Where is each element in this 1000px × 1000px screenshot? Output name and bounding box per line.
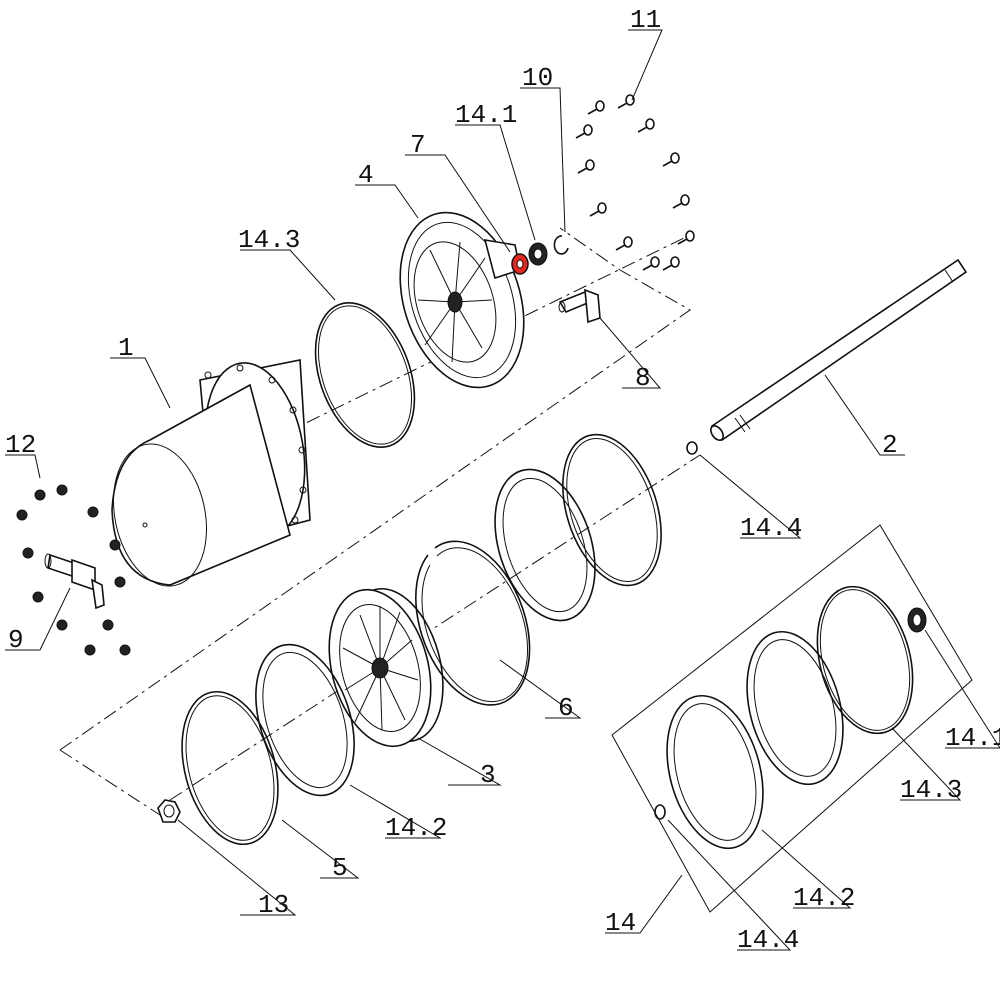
piston-disc-ribs — [342, 606, 419, 731]
label-14-2-kit: 14.2 — [793, 883, 855, 913]
bolt — [677, 230, 695, 245]
label-10: 10 — [522, 63, 553, 93]
nut — [109, 539, 121, 551]
label-2: 2 — [882, 430, 898, 460]
drain-valve — [44, 553, 105, 610]
label-14-4-mid: 14.4 — [740, 513, 802, 543]
label-5: 5 — [332, 853, 348, 883]
nut — [16, 509, 28, 521]
bolt — [662, 256, 680, 271]
end-cover-ribs — [417, 241, 493, 363]
bolt — [587, 100, 605, 115]
label-13: 13 — [258, 890, 289, 920]
small-seal-top — [528, 242, 548, 266]
label-8: 8 — [635, 363, 651, 393]
nut — [119, 644, 131, 656]
nut — [56, 484, 68, 496]
label-4: 4 — [358, 160, 374, 190]
piston-seal-mid — [494, 468, 596, 622]
label-14-1-top: 14.1 — [455, 100, 517, 130]
label-14-1-kit: 14.1 — [945, 723, 1000, 753]
nut — [114, 576, 126, 588]
bolt — [672, 194, 690, 209]
o-ring-mid — [562, 433, 662, 587]
kit-o-ring-large — [816, 585, 914, 735]
bolt — [615, 236, 633, 251]
shaft-nut — [157, 799, 181, 823]
split-piston-ring-inner — [421, 547, 529, 703]
label-14-3-top: 14.3 — [238, 225, 300, 255]
label-14: 14 — [605, 908, 636, 938]
split-piston-ring — [415, 540, 531, 706]
circlip — [553, 235, 569, 255]
label-11: 11 — [630, 5, 661, 35]
label-12: 12 — [5, 430, 36, 460]
nut — [56, 619, 68, 631]
drive-shaft — [710, 258, 968, 442]
piston-seal-lower — [255, 643, 355, 797]
kit-piston-seal-a — [746, 630, 844, 786]
housing-cylinder — [111, 359, 311, 587]
label-7: 7 — [410, 130, 426, 160]
cover-bolts — [575, 94, 695, 271]
nut — [84, 644, 96, 656]
part-labels: 1 2 3 4 5 6 7 8 9 10 11 12 13 14 14.1 14… — [5, 5, 1000, 955]
kit-small-seal — [907, 607, 927, 633]
housing-flange-bolt-holes — [142, 364, 307, 528]
bolt — [575, 124, 593, 139]
bolt — [617, 94, 635, 109]
nut — [22, 547, 34, 559]
label-14-4-kit: 14.4 — [737, 925, 799, 955]
housing-nuts — [16, 484, 131, 656]
label-14-3-kit: 14.3 — [900, 775, 962, 805]
nut — [102, 619, 114, 631]
bolt — [642, 256, 660, 271]
bolt — [637, 118, 655, 133]
kit-small-o-ring — [654, 804, 666, 820]
nut — [87, 506, 99, 518]
end-cover — [399, 211, 525, 389]
shaft-seal-highlighted — [511, 253, 529, 275]
leader-lines — [5, 29, 1000, 951]
kit-piston-seal-b — [666, 694, 764, 850]
nut — [32, 591, 44, 603]
elbow-fitting — [558, 288, 601, 324]
o-ring-lower — [181, 690, 279, 846]
label-6: 6 — [558, 693, 574, 723]
label-3: 3 — [480, 760, 496, 790]
label-1: 1 — [118, 333, 134, 363]
o-ring-large-top — [314, 302, 416, 448]
seal-kit-frame — [611, 524, 973, 913]
nut — [34, 489, 46, 501]
label-9: 9 — [8, 625, 24, 655]
bolt — [589, 202, 607, 217]
label-14-2-left: 14.2 — [385, 813, 447, 843]
small-o-ring-mid — [686, 441, 698, 455]
bolt — [662, 152, 680, 167]
bolt — [577, 159, 595, 174]
